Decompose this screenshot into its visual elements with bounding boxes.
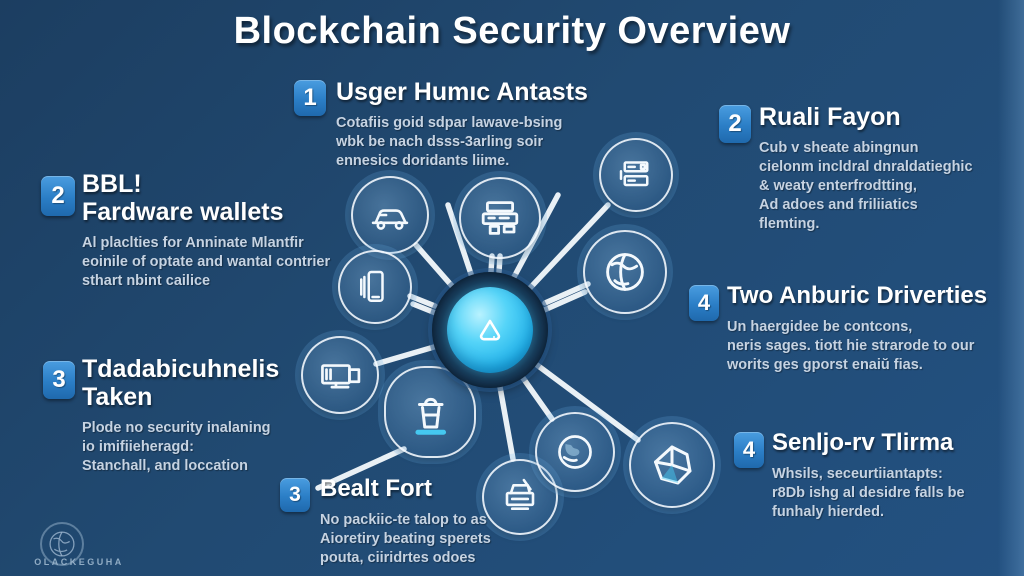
car-icon (371, 209, 409, 230)
node-machine (459, 177, 541, 259)
hub-core (447, 287, 533, 373)
section-title: BBL! Fardware wallets (82, 170, 284, 226)
node-printer (482, 459, 558, 535)
brand-name: OLACKEGUHA (34, 557, 124, 567)
section-number-badge: 2 (41, 176, 75, 216)
section-user-antasts: 1 Usger Humıc Antasts Cotafiis goid sdpa… (294, 78, 624, 171)
section-title: Usger Humıc Antasts (336, 78, 588, 106)
node-car (351, 176, 429, 254)
shield-hub-icon (479, 319, 501, 341)
node-computer (301, 336, 379, 414)
section-body: Cotafiis goid sdpar lawave-bsing wbk be … (336, 115, 563, 169)
node-server (599, 138, 673, 212)
section-hardware-wallets: 2 BBL! Fardware wallets Al placlties for… (41, 170, 341, 291)
server-icon (619, 161, 649, 187)
section-number-badge: 4 (689, 285, 719, 321)
section-title: Two Anburic Driverties (727, 282, 988, 309)
world-icon (558, 435, 592, 469)
section-ruali-fayon: 2 Ruali Fayon Cub v sheate abingnun ciel… (719, 103, 1019, 234)
node-smartphone (338, 250, 412, 324)
section-two-anburic: 4 Two Anburic Driverties Un haergidee be… (689, 282, 1024, 375)
section-number-badge: 3 (43, 361, 75, 399)
section-number-badge: 3 (280, 478, 310, 512)
section-title: Tdadabicuhnelis Taken (82, 355, 280, 411)
node-globe (583, 230, 667, 314)
section-title: Senljo-rv Tlirma (772, 429, 954, 456)
node-gem (629, 422, 715, 508)
section-body: No packiic-te talop to as Aioretiry beat… (320, 511, 491, 566)
globe-icon (606, 253, 644, 291)
section-body: Al placlties for Anninate Mlantfir eoini… (82, 235, 331, 289)
section-body: Whsils, seceurtiiantapts: r8Db ishg al d… (772, 465, 965, 520)
printer-icon (505, 478, 535, 510)
section-taken: 3 Tdadabicuhnelis Taken Plode no securit… (43, 355, 333, 476)
machine-icon (481, 201, 519, 235)
section-number-badge: 2 (719, 105, 751, 143)
section-body: Un haergidee be contcons, neris sages. t… (727, 318, 975, 373)
page-title: Blockchain Security Overview (233, 10, 791, 52)
section-senljo-tlirma: 4 Senljo-rv Tlirma Whsils, seceurtiianta… (734, 429, 1024, 522)
section-body: Cub v sheate abingnun cielonm incldral d… (759, 140, 973, 232)
section-number-badge: 4 (734, 432, 764, 468)
trash-bin-icon (415, 397, 447, 435)
section-body: Plode no security inalaning io imifiiehe… (82, 420, 271, 474)
globe-logo-icon (40, 522, 84, 566)
node-trash-bin (384, 366, 476, 458)
computer-icon (321, 364, 361, 389)
gem-icon (654, 445, 692, 485)
hub-node (432, 272, 548, 388)
section-number-badge: 1 (294, 80, 326, 116)
section-title: Bealt Fort (320, 475, 433, 502)
section-title: Ruali Fayon (759, 103, 901, 131)
section-bealt-fort: 3 Bealt Fort No packiic-te talop to as A… (280, 475, 570, 568)
smartphone-icon (360, 270, 384, 302)
node-world (535, 412, 615, 492)
